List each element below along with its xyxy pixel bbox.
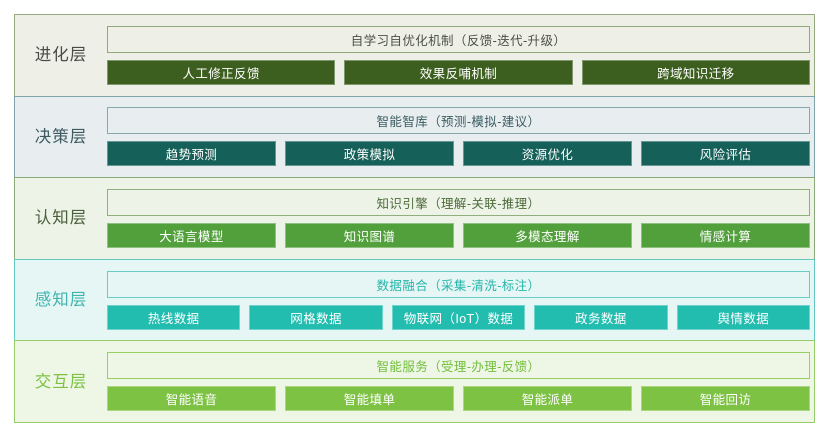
layer-evolution: 进化层 自学习自优化机制（反馈-迭代-升级） 人工修正反馈 效果反哺机制 跨域知… [14,14,815,97]
chip-item[interactable]: 智能填单 [285,386,454,412]
layer-label-cognition: 认知层 [34,209,88,228]
layer-header-evolution: 自学习自优化机制（反馈-迭代-升级） [107,25,810,53]
layer-body-interaction: 智能服务（受理-办理-反馈） 智能语音 智能填单 智能派单 智能回访 [107,352,814,412]
chip-item[interactable]: 效果反哺机制 [344,59,573,85]
chip-row-cognition: 大语言模型 知识图谱 多模态理解 情感计算 [107,222,810,248]
chip-item[interactable]: 情感计算 [641,222,810,248]
chip-item[interactable]: 政务数据 [534,304,668,330]
chip-item[interactable]: 热线数据 [107,304,241,330]
chip-item[interactable]: 趋势预测 [107,141,276,167]
chip-item[interactable]: 智能语音 [107,386,276,412]
chip-item[interactable]: 人工修正反馈 [107,59,336,85]
layer-interaction: 交互层 智能服务（受理-办理-反馈） 智能语音 智能填单 智能派单 智能回访 [14,340,815,423]
chip-item[interactable]: 跨域知识迁移 [581,59,810,85]
layer-header-interaction: 智能服务（受理-办理-反馈） [107,352,810,380]
layer-label-decision: 决策层 [34,127,88,146]
layer-header-decision: 智能智库（预测-模拟-建议） [107,107,810,135]
layer-decision: 决策层 智能智库（预测-模拟-建议） 趋势预测 政策模拟 资源优化 风险评估 [14,95,815,179]
layer-label-interaction: 交互层 [34,372,88,391]
layer-body-perception: 数据融合（采集-清洗-标注） 热线数据 网格数据 物联网（IoT）数据 政务数据… [107,270,814,330]
chip-item[interactable]: 知识图谱 [285,222,454,248]
layer-label-perception: 感知层 [34,291,88,309]
chip-item[interactable]: 舆情数据 [676,304,811,330]
chip-item[interactable]: 政策模拟 [285,141,454,167]
layer-perception: 感知层 数据融合（采集-清洗-标注） 热线数据 网格数据 物联网（IoT）数据 … [14,258,815,342]
chip-item[interactable]: 大语言模型 [107,222,276,248]
chip-item[interactable]: 多模态理解 [463,222,632,248]
layer-cognition: 认知层 知识引擎（理解-关联-推理） 大语言模型 知识图谱 多模态理解 情感计算 [14,177,815,260]
chip-row-evolution: 人工修正反馈 效果反哺机制 跨域知识迁移 [107,59,810,85]
layer-body-evolution: 自学习自优化机制（反馈-迭代-升级） 人工修正反馈 效果反哺机制 跨域知识迁移 [107,25,814,85]
chip-item[interactable]: 智能派单 [463,386,632,412]
chip-item[interactable]: 智能回访 [641,386,810,412]
layer-header-perception: 数据融合（采集-清洗-标注） [107,270,810,298]
chip-row-interaction: 智能语音 智能填单 智能派单 智能回访 [107,386,810,412]
chip-row-perception: 热线数据 网格数据 物联网（IoT）数据 政务数据 舆情数据 [107,304,811,330]
layer-header-cognition: 知识引擎（理解-关联-推理） [107,188,810,216]
chip-item[interactable]: 风险评估 [641,141,810,167]
chip-item[interactable]: 物联网（IoT）数据 [391,304,526,330]
chip-row-decision: 趋势预测 政策模拟 资源优化 风险评估 [107,141,810,167]
layer-body-decision: 智能智库（预测-模拟-建议） 趋势预测 政策模拟 资源优化 风险评估 [107,107,814,167]
chip-item[interactable]: 资源优化 [463,141,632,167]
chip-item[interactable]: 网格数据 [249,304,383,330]
layer-label-evolution: 进化层 [34,46,88,65]
layer-body-cognition: 知识引擎（理解-关联-推理） 大语言模型 知识图谱 多模态理解 情感计算 [107,188,814,248]
